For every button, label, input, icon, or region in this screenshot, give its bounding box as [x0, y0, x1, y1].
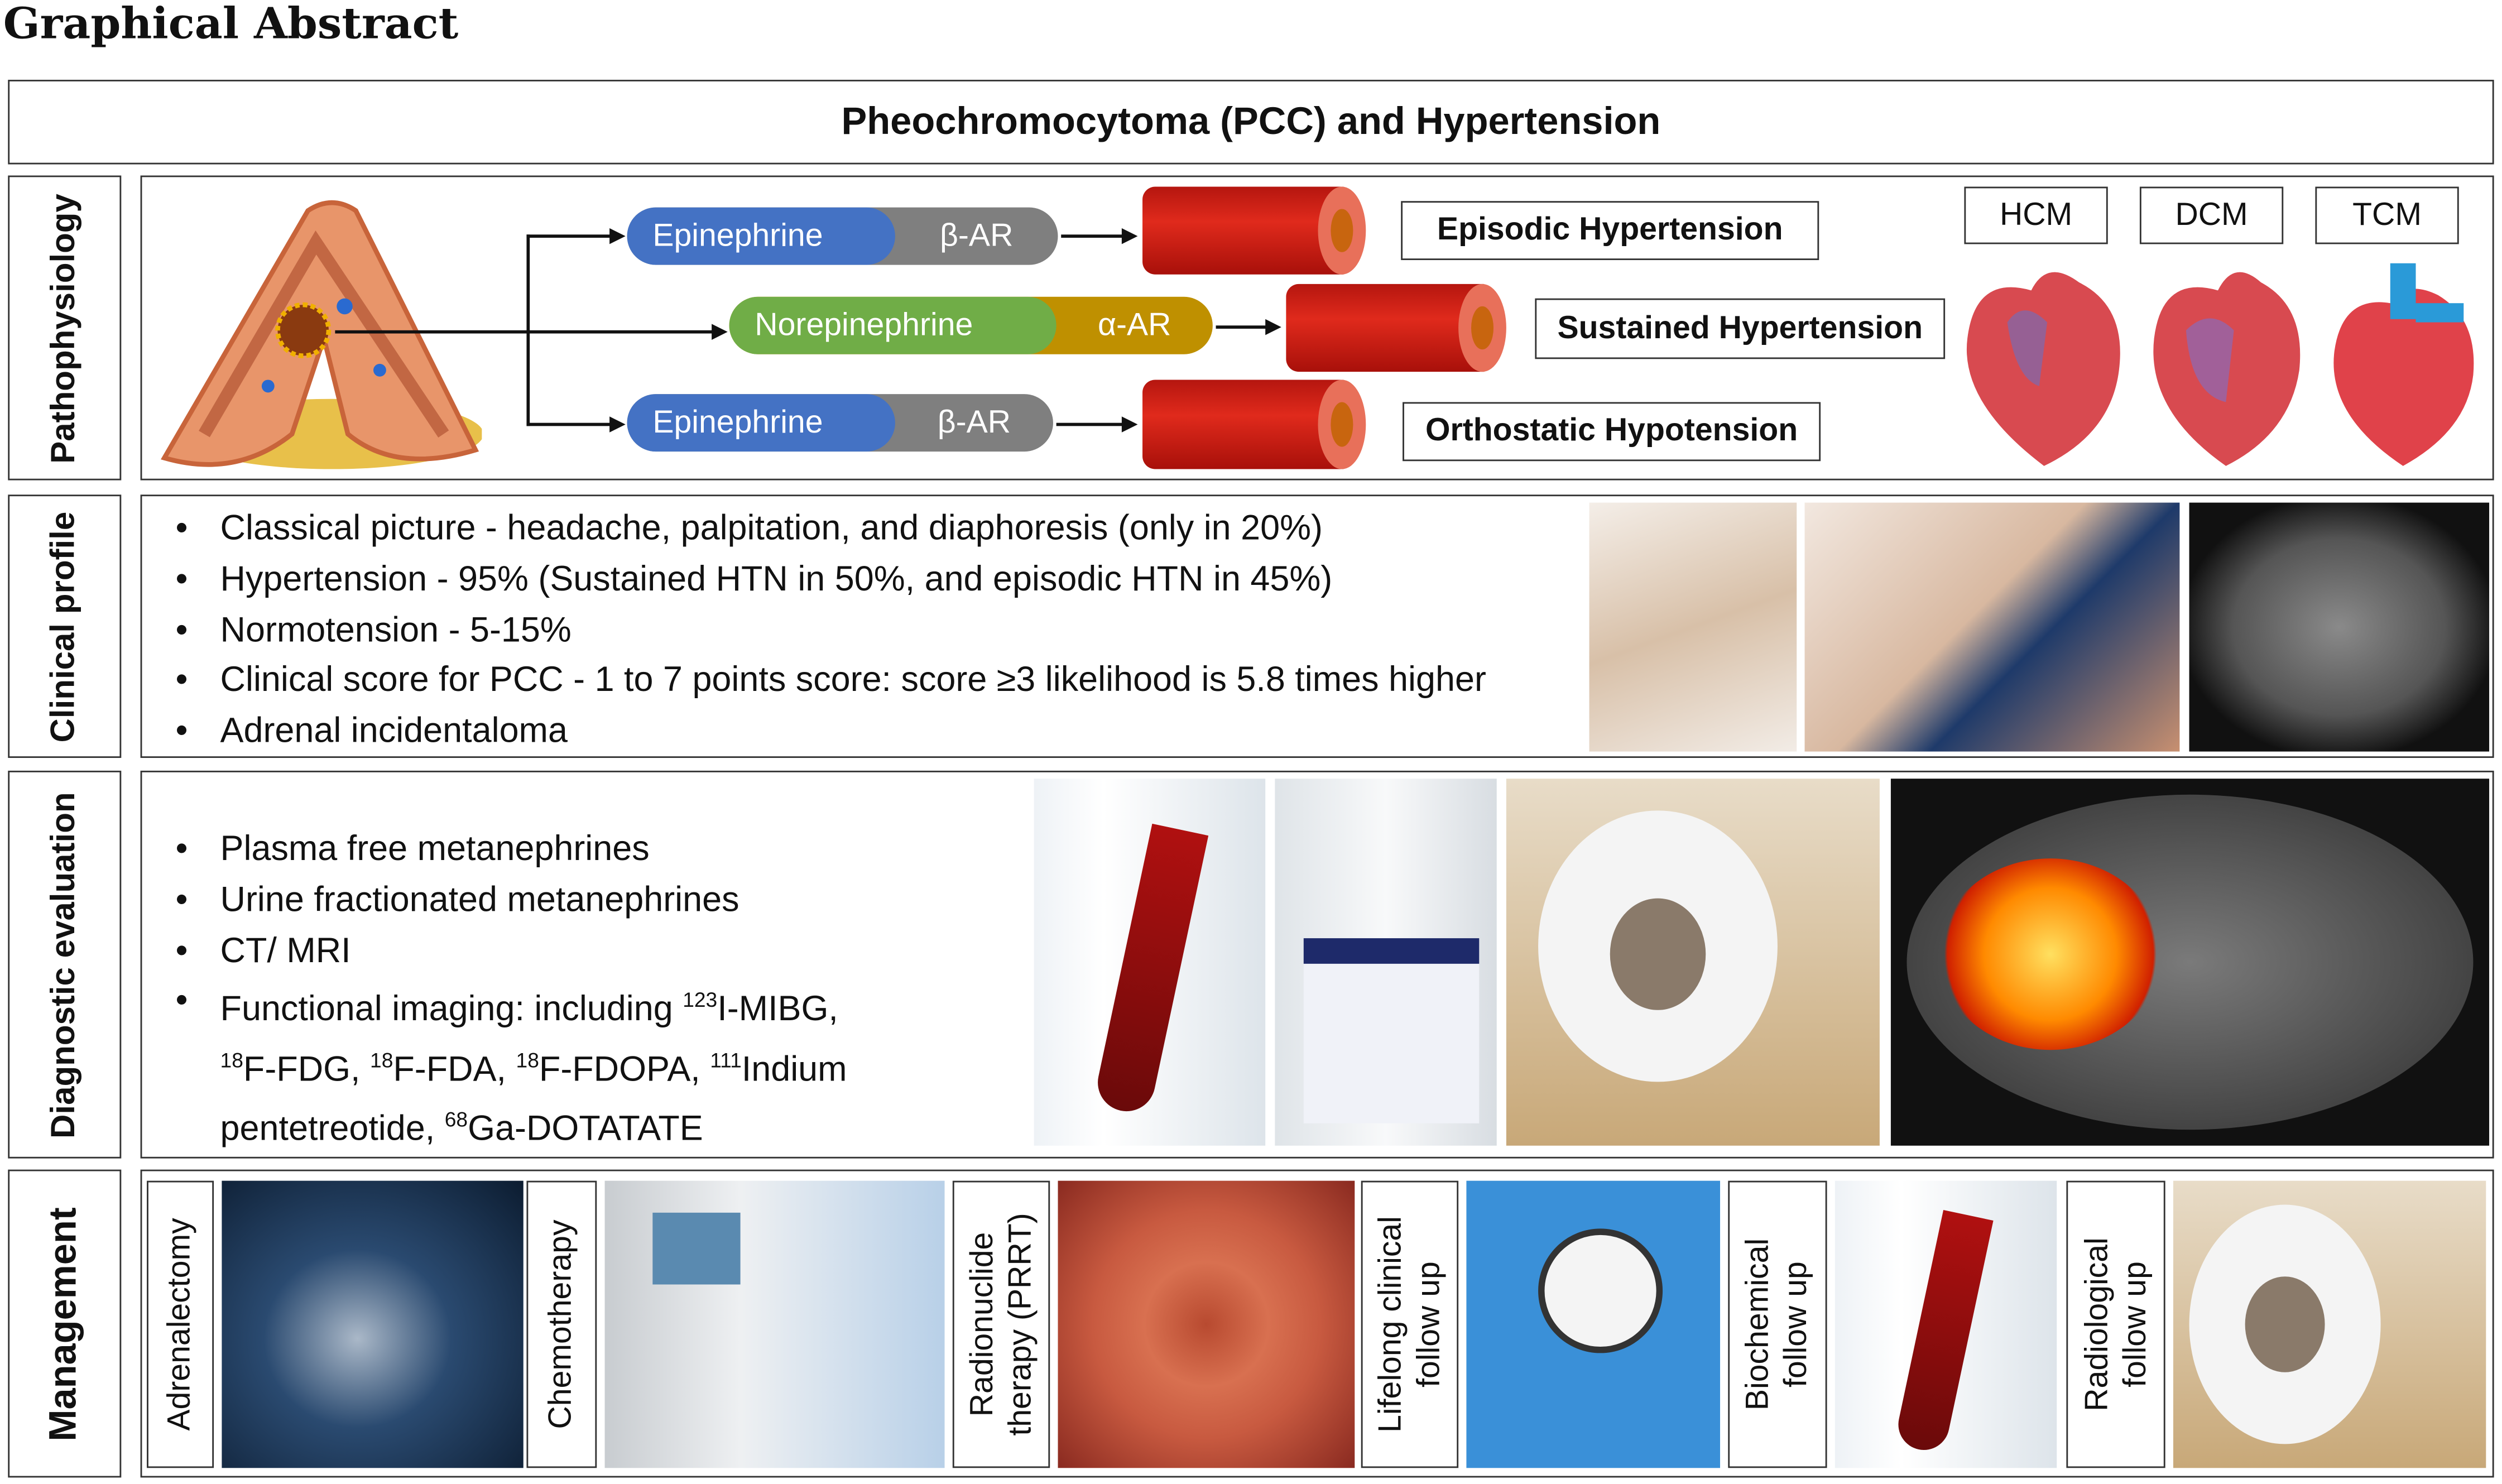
arrow-icon — [1265, 319, 1281, 335]
list-item: Classical picture - headache, palpitatio… — [160, 503, 1486, 554]
hormone-label: Norepinephrine — [729, 296, 1056, 354]
diagnostic-list: Plasma free metanephrines Urine fraction… — [160, 823, 847, 1153]
dcm-label: DCM — [2139, 186, 2284, 244]
list-item: Urine fractionated metanephrines — [160, 874, 847, 925]
section-label-diagnostic-evaluation: Diagnostic evaluation — [8, 770, 122, 1159]
list-item-continuation: pentetreotide, 68Ga-DOTATATE — [220, 1107, 703, 1147]
blood-pressure-measurement-photo — [1804, 502, 2180, 752]
patient-headache-photo — [1589, 502, 1797, 752]
arrow-icon — [1121, 228, 1138, 244]
section-label-management: Management — [8, 1169, 122, 1478]
connector-line — [526, 234, 530, 426]
main-title: Pheochromocytoma (PCC) and Hypertension — [8, 79, 2494, 165]
blood-vessel-icon — [1142, 186, 1366, 275]
outcome-episodic-hypertension: Episodic Hypertension — [1401, 201, 1819, 261]
surgery-photo — [222, 1180, 524, 1468]
hcm-label: HCM — [1964, 186, 2108, 244]
list-item: Clinical score for PCC - 1 to 7 points s… — [160, 655, 1486, 705]
mri-scanner-photo — [1506, 779, 1880, 1146]
adrenal-gland-illustration — [156, 195, 482, 472]
receptor-label: β-AR — [937, 404, 1011, 440]
section-label-pathophysiology: Pathophysiology — [8, 175, 122, 481]
connector-line — [1216, 325, 1267, 329]
functional-imaging-scan — [1890, 779, 2490, 1146]
list-item-continuation: 18F-FDG, 18F-FDA, 18F-FDOPA, 111Indium — [220, 1047, 847, 1088]
receptor-label: α-AR — [1097, 307, 1171, 343]
blood-vessel-icon — [1286, 284, 1506, 372]
list-item: Adrenal incidentaloma — [160, 705, 1486, 756]
blood-vessel-icon — [1142, 380, 1366, 469]
epinephrine-beta-pathway-1: Epinephrine β-AR — [627, 207, 1058, 265]
infusion-pump-photo — [604, 1180, 945, 1468]
section-label-clinical-profile: Clinical profile — [8, 494, 122, 758]
arrow-icon — [609, 228, 626, 244]
hcm-heart-illustration — [1960, 258, 2129, 469]
connector-line — [526, 422, 614, 426]
graphical-abstract-heading: Graphical Abstract — [3, 0, 459, 50]
connector-line — [526, 234, 614, 238]
clinical-profile-list: Classical picture - headache, palpitatio… — [160, 503, 1486, 757]
arrow-icon — [1121, 416, 1138, 433]
dcm-heart-illustration — [2146, 258, 2306, 469]
connector-line — [1061, 234, 1125, 238]
arrow-icon — [609, 416, 626, 433]
sphygmomanometer-photo — [1466, 1180, 1721, 1468]
outcome-orthostatic-hypotension: Orthostatic Hypotension — [1403, 402, 1821, 462]
connector-line — [1056, 422, 1125, 426]
hormone-label: Epinephrine — [627, 394, 895, 452]
urine-container-photo — [1275, 779, 1497, 1146]
blood-tube-photo — [1034, 779, 1266, 1146]
prrt-cell-illustration — [1058, 1180, 1355, 1468]
epinephrine-beta-pathway-2: Epinephrine β-AR — [627, 394, 1053, 452]
blood-tube-photo-followup — [1835, 1180, 2057, 1468]
mri-scanner-photo-followup — [2173, 1180, 2486, 1468]
norepinephrine-alpha-pathway: Norepinephrine α-AR — [729, 296, 1213, 354]
list-item: Plasma free metanephrines — [160, 823, 847, 874]
tcm-label: TCM — [2315, 186, 2459, 244]
arrow-icon — [712, 324, 728, 340]
list-item: Hypertension - 95% (Sustained HTN in 50%… — [160, 553, 1486, 604]
management-chemotherapy: Chemotherapy — [526, 1180, 597, 1468]
hormone-label: Epinephrine — [627, 207, 895, 265]
ct-scan-image — [2189, 502, 2490, 752]
receptor-label: β-AR — [939, 218, 1014, 253]
management-adrenalectomy: Adrenalectomy — [147, 1180, 214, 1468]
list-item: CT/ MRI — [160, 925, 847, 976]
outcome-sustained-hypertension: Sustained Hypertension — [1535, 298, 1946, 359]
tcm-heart-illustration — [2326, 255, 2479, 469]
list-item-functional-imaging: Functional imaging: including 123I-MIBG, — [160, 976, 847, 1035]
list-item: Normotension - 5-15% — [160, 604, 1486, 655]
